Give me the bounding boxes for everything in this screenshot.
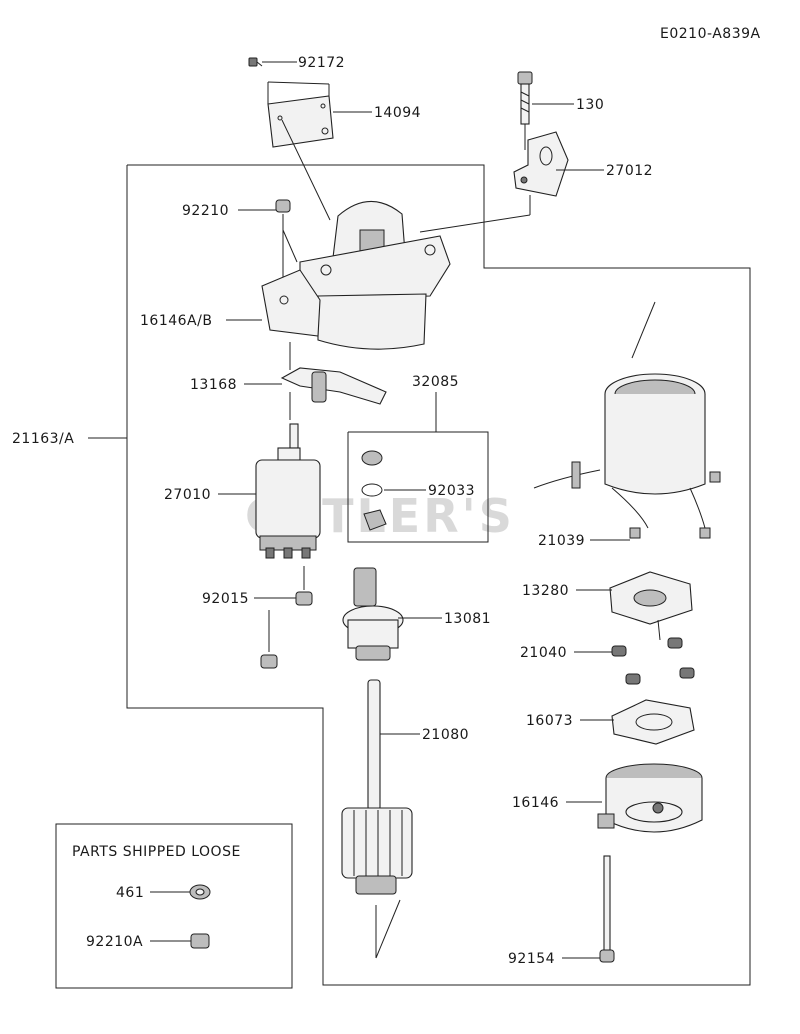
label-92210A: 92210A xyxy=(86,934,143,950)
label-27010: 27010 xyxy=(164,487,211,503)
part-27010-solenoid xyxy=(255,423,321,559)
kit-32085-box xyxy=(347,431,489,543)
label-13280: 13280 xyxy=(522,583,569,599)
label-21039: 21039 xyxy=(538,533,585,549)
label-92210: 92210 xyxy=(182,203,229,219)
part-14094-plate xyxy=(267,81,334,148)
part-13280-brush-holder xyxy=(609,571,693,625)
label-92154: 92154 xyxy=(508,951,555,967)
part-92210A-nut xyxy=(190,933,210,949)
part-27012-bracket xyxy=(513,131,569,197)
part-21080-armature xyxy=(341,679,413,895)
assembly-outline xyxy=(126,164,751,986)
loose-parts-box xyxy=(55,823,293,989)
label-14094: 14094 xyxy=(374,105,421,121)
loose-parts-title: PARTS SHIPPED LOOSE xyxy=(72,844,241,860)
label-16146: 16146 xyxy=(512,795,559,811)
part-461-washer xyxy=(189,884,211,900)
part-92154-bolt xyxy=(599,855,615,963)
label-461: 461 xyxy=(116,885,144,901)
part-13168-lever xyxy=(280,367,387,405)
label-16146AB: 16146A/B xyxy=(140,313,212,329)
part-21039-yoke xyxy=(533,373,721,539)
label-92172: 92172 xyxy=(298,55,345,71)
part-130-bolt xyxy=(517,71,533,125)
part-92210-nut xyxy=(275,199,291,213)
label-21163A: 21163/A xyxy=(12,431,74,447)
label-92015: 92015 xyxy=(202,591,249,607)
part-21040-springs xyxy=(611,637,695,685)
label-13168: 13168 xyxy=(190,377,237,393)
label-21040: 21040 xyxy=(520,645,567,661)
kit-parts xyxy=(361,450,387,531)
label-32085: 32085 xyxy=(412,374,459,390)
label-16073: 16073 xyxy=(526,713,573,729)
part-16146AB-housing xyxy=(261,201,451,350)
part-16146-end-cover xyxy=(597,763,703,833)
drawing-code: E0210-A839A xyxy=(660,26,761,42)
label-92033: 92033 xyxy=(428,483,475,499)
part-13081-pinion xyxy=(342,567,404,661)
label-13081: 13081 xyxy=(444,611,491,627)
part-92172-screw xyxy=(248,57,263,67)
label-21080: 21080 xyxy=(422,727,469,743)
label-130: 130 xyxy=(576,97,604,113)
part-16073-plate xyxy=(611,699,695,745)
part-92015-nuts xyxy=(260,591,313,669)
label-27012: 27012 xyxy=(606,163,653,179)
